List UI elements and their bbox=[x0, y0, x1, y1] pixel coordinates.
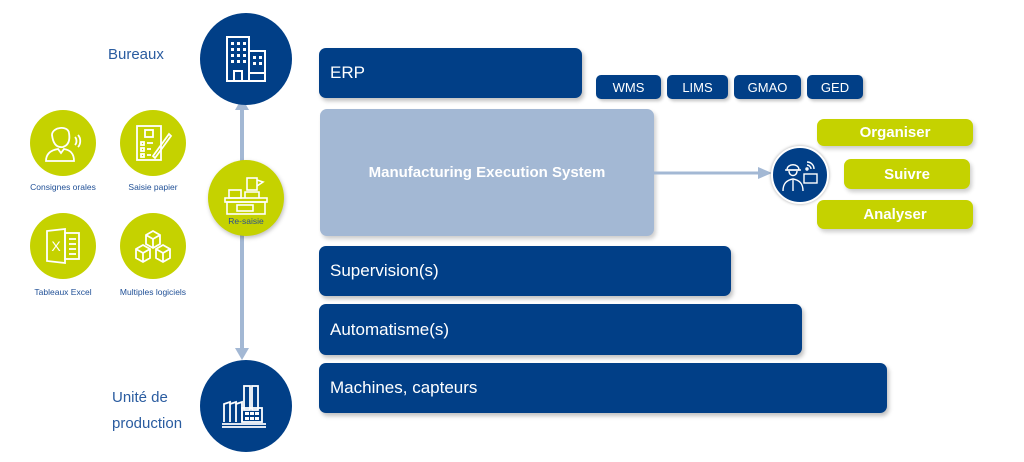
level-label-production-line1: Unité de bbox=[112, 389, 168, 406]
clipboard-pencil-icon bbox=[136, 125, 173, 161]
legacy-method-oral-circle bbox=[30, 110, 96, 176]
resaisie-circle: Re-saisie bbox=[208, 160, 284, 236]
legacy-method-software-label: Multiples logiciels bbox=[119, 287, 187, 297]
system-tag-wms[interactable]: WMS bbox=[596, 75, 661, 99]
resaisie-label: Re-saisie bbox=[228, 216, 264, 226]
legacy-method-oral-label: Consignes orales bbox=[30, 182, 96, 192]
layer-supervision[interactable]: Supervision(s) bbox=[319, 246, 731, 296]
legacy-method-paper-circle bbox=[120, 110, 186, 176]
legacy-method-paper: Saisie papier bbox=[120, 110, 186, 192]
legacy-method-oral: Consignes orales bbox=[30, 110, 96, 192]
level-label-production: Unité de production bbox=[112, 385, 182, 437]
legacy-method-excel-circle: X bbox=[30, 213, 96, 279]
mes-to-operator-arrow bbox=[654, 167, 772, 179]
system-tag-lims[interactable]: LIMS bbox=[667, 75, 728, 99]
legacy-method-software-circle bbox=[120, 213, 186, 279]
excel-icon: X bbox=[46, 227, 80, 265]
cubes-icon bbox=[135, 229, 171, 264]
office-building-icon bbox=[226, 36, 266, 82]
factory-icon bbox=[222, 385, 266, 428]
layer-erp[interactable]: ERP bbox=[319, 48, 582, 98]
speaking-person-icon bbox=[45, 127, 82, 162]
action-analyser[interactable]: Analyser bbox=[817, 200, 973, 229]
svg-text:X: X bbox=[51, 238, 61, 254]
action-organiser[interactable]: Organiser bbox=[817, 119, 973, 146]
legacy-method-excel: X Tableaux Excel bbox=[30, 213, 96, 297]
system-tag-gmao[interactable]: GMAO bbox=[734, 75, 801, 99]
level-label-offices: Bureaux bbox=[108, 46, 164, 63]
connected-operator-icon bbox=[782, 161, 818, 192]
legacy-method-software: Multiples logiciels bbox=[120, 213, 186, 297]
layer-mes[interactable]: Manufacturing Execution System bbox=[320, 109, 654, 236]
offices-circle bbox=[200, 13, 292, 105]
action-suivre[interactable]: Suivre bbox=[844, 159, 970, 189]
legacy-method-paper-label: Saisie papier bbox=[128, 182, 178, 192]
layer-automatisme[interactable]: Automatisme(s) bbox=[319, 304, 802, 355]
legacy-method-excel-label: Tableaux Excel bbox=[34, 287, 92, 297]
level-label-production-line2: production bbox=[112, 415, 183, 432]
desk-clerk-icon bbox=[224, 177, 268, 215]
system-tag-ged[interactable]: GED bbox=[807, 75, 863, 99]
layer-machines[interactable]: Machines, capteurs bbox=[319, 363, 887, 413]
production-circle bbox=[200, 360, 292, 452]
operator-circle bbox=[771, 146, 829, 204]
